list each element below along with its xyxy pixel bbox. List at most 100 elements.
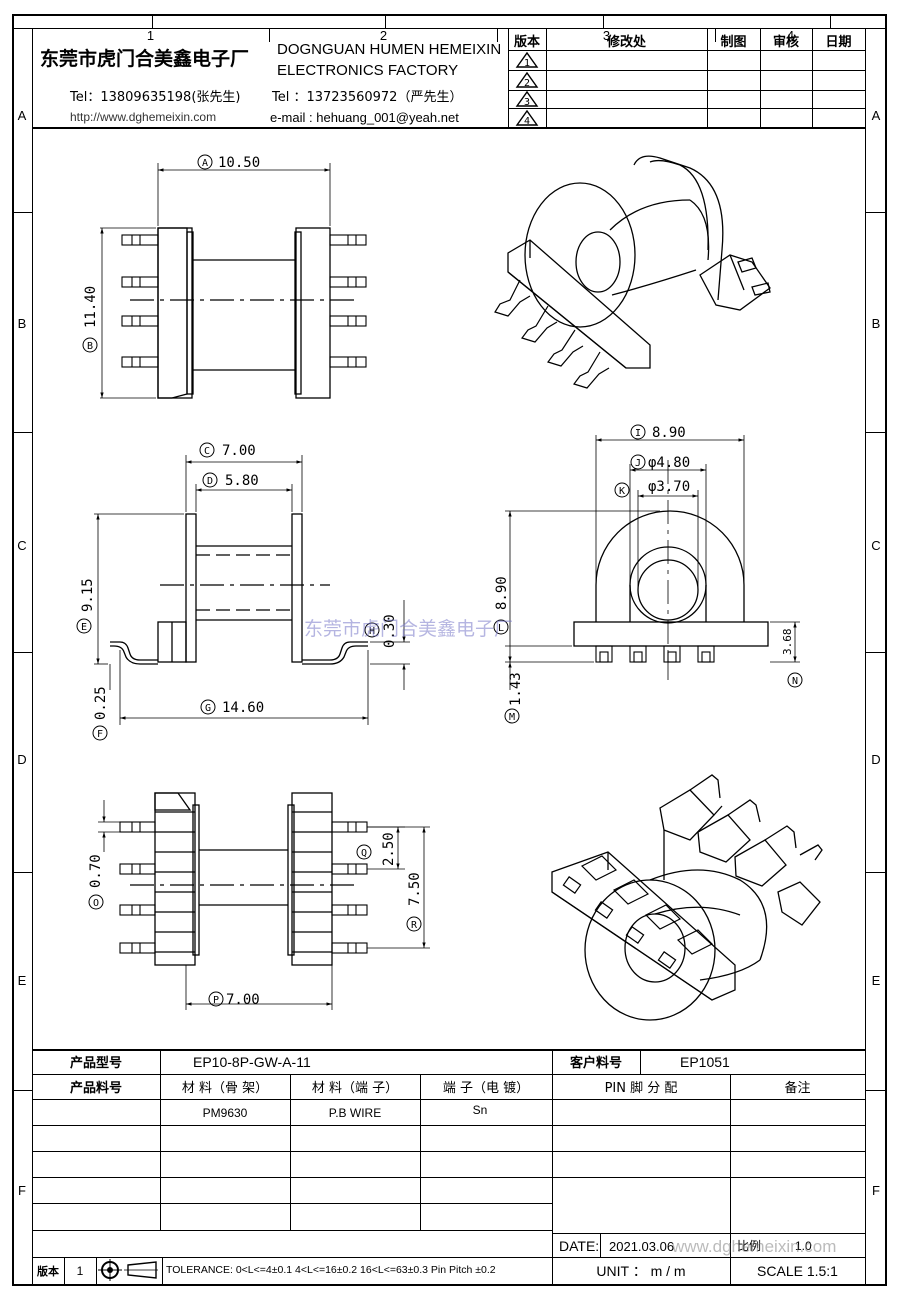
rev-number: 3 bbox=[524, 97, 530, 108]
table-row-line bbox=[32, 1125, 865, 1126]
version-value: 1 bbox=[76, 1263, 84, 1278]
svg-text:2.50: 2.50 bbox=[381, 832, 397, 866]
svg-text:7.50: 7.50 bbox=[407, 872, 423, 906]
product-part-label: 产品料号 bbox=[69, 1081, 122, 1096]
rev-col-line bbox=[546, 28, 547, 127]
svg-text:5.80: 5.80 bbox=[225, 473, 259, 489]
svg-text:L: L bbox=[498, 623, 504, 634]
customer-part-value: EP1051 bbox=[680, 1054, 730, 1070]
rev-triangle-icon: 3 bbox=[515, 90, 539, 108]
row-letter-right: F bbox=[872, 1183, 880, 1198]
rev-header-version: 版本 bbox=[513, 34, 540, 50]
row-tick bbox=[12, 652, 32, 653]
revision-triangles: 1 2 3 4 bbox=[515, 51, 539, 127]
table-row-line bbox=[552, 1233, 865, 1234]
svg-text:7.00: 7.00 bbox=[222, 443, 256, 459]
rev-triangle-icon: 4 bbox=[515, 109, 539, 127]
svg-text:N: N bbox=[792, 676, 798, 687]
row-letter-right: B bbox=[871, 316, 881, 331]
row-letter-right: A bbox=[871, 108, 881, 123]
row-letter-right: D bbox=[871, 752, 881, 767]
footer-col-line bbox=[96, 1257, 97, 1284]
watermark-url: www.dghemeixin.com bbox=[672, 1237, 837, 1256]
table-col-line bbox=[290, 1074, 291, 1230]
contact-tel-2: Tel ：13723560972（严先生） bbox=[272, 90, 463, 105]
table-row-line bbox=[32, 1074, 865, 1075]
row-letter-right: E bbox=[871, 973, 881, 988]
plating-label: 端 子（电 镀） bbox=[442, 1081, 530, 1096]
dim-L: L8.90 bbox=[493, 576, 510, 635]
header-bottom-line bbox=[32, 127, 865, 129]
rev-header-drawn: 制图 bbox=[720, 34, 747, 50]
table-row-line bbox=[32, 1203, 552, 1204]
company-name-cn: 东莞市虎门合美鑫电子厂 bbox=[40, 48, 250, 70]
table-row-line bbox=[32, 1099, 865, 1100]
column-tick bbox=[603, 14, 604, 28]
column-number: 1 bbox=[32, 28, 270, 43]
dim-B: B 11.40 bbox=[82, 286, 99, 353]
watermark-company: 东莞市虎门合美鑫电子厂 bbox=[304, 618, 514, 640]
rev-col-line bbox=[812, 28, 813, 127]
row-letter-left: B bbox=[17, 316, 27, 331]
row-tick bbox=[865, 872, 887, 873]
website-url: http://www.dghemeixin.com bbox=[70, 110, 217, 124]
svg-text:E: E bbox=[81, 622, 87, 633]
svg-text:14.60: 14.60 bbox=[222, 700, 264, 716]
svg-text:I: I bbox=[635, 428, 641, 439]
left-margin-line bbox=[32, 28, 33, 1284]
front-view-drawing bbox=[505, 435, 800, 690]
row-letter-left: F bbox=[18, 1183, 26, 1198]
contact-tel-1: Tel：13809635198(张先生) bbox=[70, 90, 241, 105]
svg-text:F: F bbox=[97, 729, 103, 740]
dim-Q: Q 2.50 bbox=[356, 832, 397, 866]
technical-drawings: A10.50 B11.40 C7.00 D5.80 E9.15 F0.25 G1… bbox=[76, 154, 823, 1021]
dim-N: N3.68 bbox=[781, 629, 803, 688]
dim-E: E 9.15 bbox=[76, 578, 96, 634]
rev-number: 4 bbox=[524, 116, 530, 127]
svg-text:G: G bbox=[205, 703, 211, 714]
svg-text:M: M bbox=[509, 712, 515, 723]
row-tick bbox=[865, 652, 887, 653]
rev-row-line bbox=[508, 90, 865, 91]
svg-text:B: B bbox=[87, 341, 93, 352]
scale-small-label: 比例 bbox=[737, 1239, 762, 1253]
svg-text:0.25: 0.25 bbox=[93, 686, 109, 720]
row-letter-left: E bbox=[17, 973, 27, 988]
table-row-line bbox=[32, 1151, 865, 1152]
svg-text:R: R bbox=[411, 920, 418, 931]
table-row-line bbox=[32, 1230, 552, 1231]
svg-text:8.90: 8.90 bbox=[652, 425, 686, 441]
scale-text: SCALE 1.5:1 bbox=[757, 1262, 838, 1279]
table-top-line bbox=[32, 1049, 865, 1051]
dim-I: I 8.90 bbox=[630, 424, 686, 441]
contact-email: e-mail : hehuang_001@yeah.net bbox=[270, 110, 459, 125]
rev-header-change: 修改处 bbox=[606, 34, 646, 50]
material-bobbin-label: 材 料（骨 架） bbox=[181, 1081, 269, 1096]
row-tick bbox=[12, 872, 32, 873]
material-pin-label: 材 料（端 子） bbox=[311, 1081, 399, 1096]
remark-label: 备注 bbox=[784, 1081, 811, 1096]
svg-text:9.15: 9.15 bbox=[80, 578, 96, 612]
row-letter-right: C bbox=[871, 538, 881, 553]
isometric-view-top bbox=[494, 155, 771, 389]
rev-number: 1 bbox=[524, 58, 530, 69]
side-view-drawing bbox=[94, 455, 410, 725]
pin-assign-label: PIN 脚 分 配 bbox=[604, 1081, 678, 1096]
svg-text:φ3.70: φ3.70 bbox=[648, 479, 690, 495]
svg-text:Q: Q bbox=[361, 848, 367, 859]
footer-col-line bbox=[162, 1257, 163, 1284]
rev-header-date: 日期 bbox=[825, 34, 852, 50]
svg-text:P: P bbox=[213, 995, 219, 1006]
svg-text:11.40: 11.40 bbox=[83, 286, 99, 328]
rev-triangle-icon: 1 bbox=[515, 51, 539, 69]
customer-part-label: 客户料号 bbox=[569, 1056, 622, 1071]
row-letter-left: D bbox=[17, 752, 27, 767]
svg-text:φ4.80: φ4.80 bbox=[648, 455, 690, 471]
table-col-line bbox=[552, 1049, 553, 1284]
